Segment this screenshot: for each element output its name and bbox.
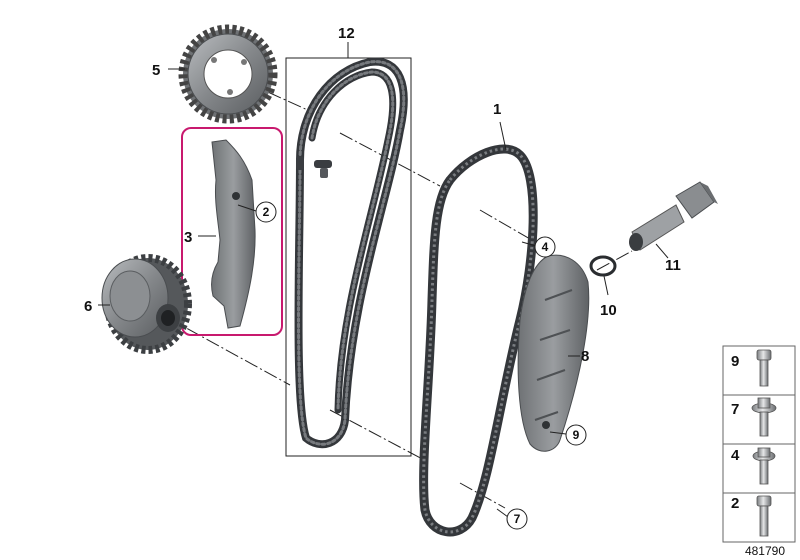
chain-kit [294, 57, 408, 449]
sealing-ring [589, 255, 617, 277]
callout-5: 5 [152, 62, 160, 79]
circled-callout-2: 2 [255, 201, 277, 223]
crankshaft-sprocket [101, 254, 192, 354]
legend-label-7: 7 [731, 401, 739, 418]
chain-links-loose [296, 156, 332, 178]
highlight-box [181, 127, 283, 336]
camshaft-sprocket [178, 24, 278, 124]
leader-lines [98, 42, 669, 518]
legend-label-2: 2 [731, 495, 739, 512]
tensioner-rail [517, 254, 590, 452]
circled-callout-9-label: 9 [573, 428, 580, 442]
hex-bolt-icon [752, 447, 776, 485]
circled-callout-9: 9 [565, 424, 587, 446]
cap-screw-icon [756, 349, 772, 387]
legend-row-9: 9 [731, 349, 772, 387]
circled-callout-2-label: 2 [263, 205, 270, 219]
fastener-legend: 9 7 4 2 [722, 345, 796, 543]
legend-row-2: 2 [731, 495, 772, 537]
callout-10: 10 [600, 302, 617, 319]
circled-callout-7-label: 7 [514, 512, 521, 526]
callout-6: 6 [84, 298, 92, 315]
callout-8: 8 [581, 348, 589, 365]
chain-tensioner [629, 181, 718, 251]
socket-screw-icon [756, 495, 772, 537]
legend-row-7: 7 [731, 397, 777, 437]
callout-11: 11 [665, 257, 681, 274]
legend-row-4: 4 [731, 447, 776, 485]
callout-3: 3 [184, 229, 192, 246]
legend-label-4: 4 [731, 447, 740, 464]
circled-callout-4: 4 [534, 236, 556, 258]
flange-bolt-icon [751, 397, 777, 437]
circled-callout-4-label: 4 [542, 240, 549, 254]
document-number: 481790 [745, 544, 785, 558]
guide-rail [211, 139, 256, 329]
legend-label-9: 9 [731, 353, 739, 370]
circled-callout-7: 7 [506, 508, 528, 530]
callout-12: 12 [338, 25, 355, 42]
callout-1: 1 [493, 101, 501, 118]
timing-chain [419, 144, 538, 537]
